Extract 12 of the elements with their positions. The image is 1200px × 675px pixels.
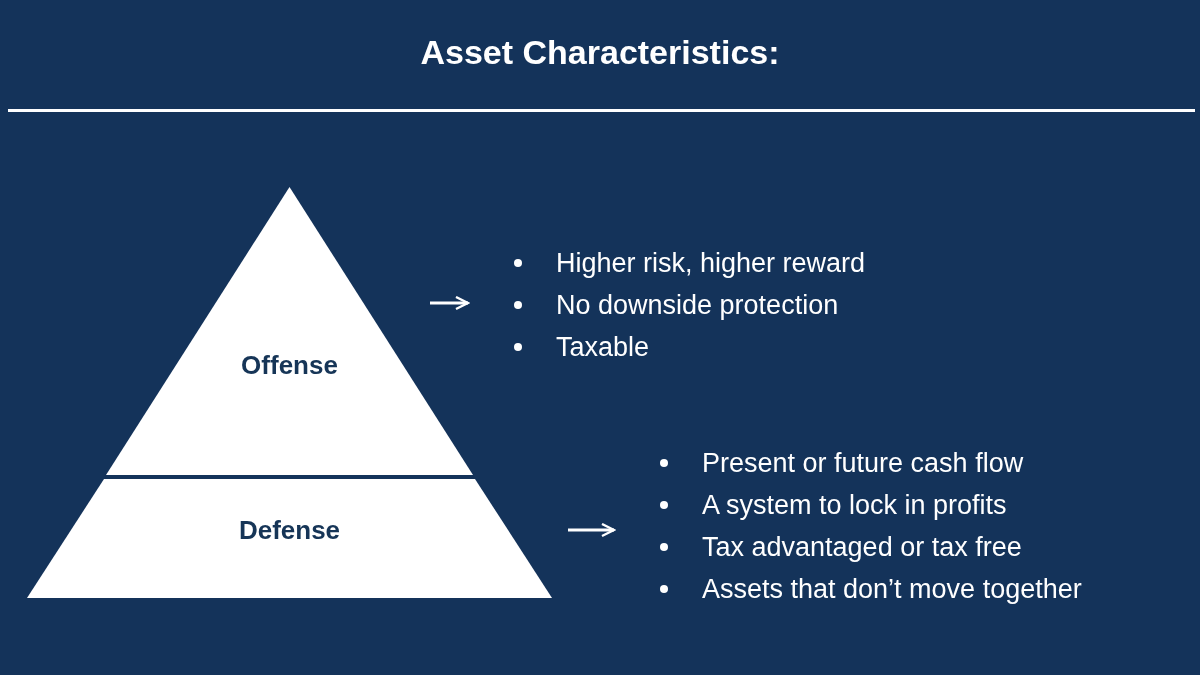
arrow bbox=[430, 295, 470, 311]
arrow bbox=[568, 522, 616, 538]
section-label: Offense bbox=[240, 349, 339, 381]
section-label: Defense bbox=[237, 514, 342, 546]
bullet-text: Present or future cash flow bbox=[702, 447, 1024, 480]
bullet-text: Higher risk, higher reward bbox=[556, 247, 866, 280]
bullet-text: Taxable bbox=[556, 331, 650, 364]
bullet-text: No downside protection bbox=[556, 289, 839, 322]
bullet-text: Tax advantaged or tax free bbox=[702, 531, 1022, 564]
bullet-text: A system to lock in profits bbox=[702, 489, 1007, 522]
title: Asset Characteristics: bbox=[419, 32, 781, 73]
bullet-text: Assets that don’t move together bbox=[702, 573, 1082, 606]
